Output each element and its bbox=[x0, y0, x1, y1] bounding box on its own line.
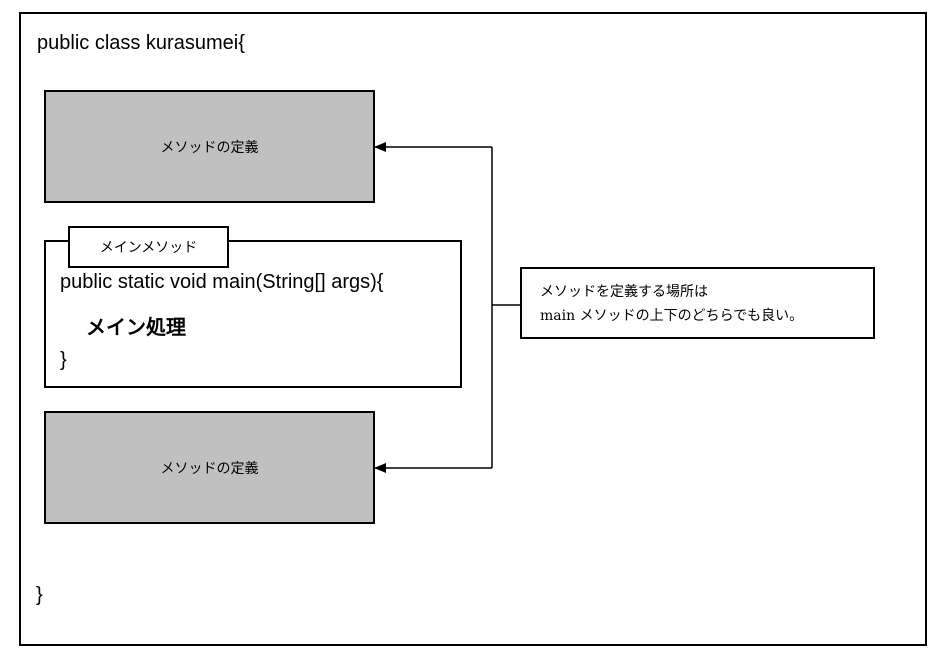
placement-note-line-2: main メソッドの上下のどちらでも良い。 bbox=[540, 308, 804, 324]
method-definition-label-bottom: メソッドの定義 bbox=[160, 460, 259, 477]
method-definition-box-bottom: メソッドの定義 bbox=[44, 411, 375, 524]
class-declaration: public class kurasumei{ bbox=[37, 32, 245, 54]
method-definition-label-top: メソッドの定義 bbox=[160, 139, 259, 156]
main-method-signature: public static void main(String[] args){ bbox=[60, 271, 384, 293]
placement-note: メソッドを定義する場所は main メソッドの上下のどちらでも良い。 bbox=[520, 267, 875, 339]
class-frame bbox=[19, 12, 927, 646]
class-closing-brace: } bbox=[36, 584, 43, 606]
main-method-closing-brace: } bbox=[60, 349, 67, 371]
placement-note-line-1: メソッドを定義する場所は bbox=[540, 284, 708, 300]
main-method-tab-label: メインメソッド bbox=[99, 240, 198, 256]
main-method-tab: メインメソッド bbox=[68, 226, 229, 268]
main-method-body: メイン処理 bbox=[86, 315, 186, 339]
method-definition-box-top: メソッドの定義 bbox=[44, 90, 375, 203]
